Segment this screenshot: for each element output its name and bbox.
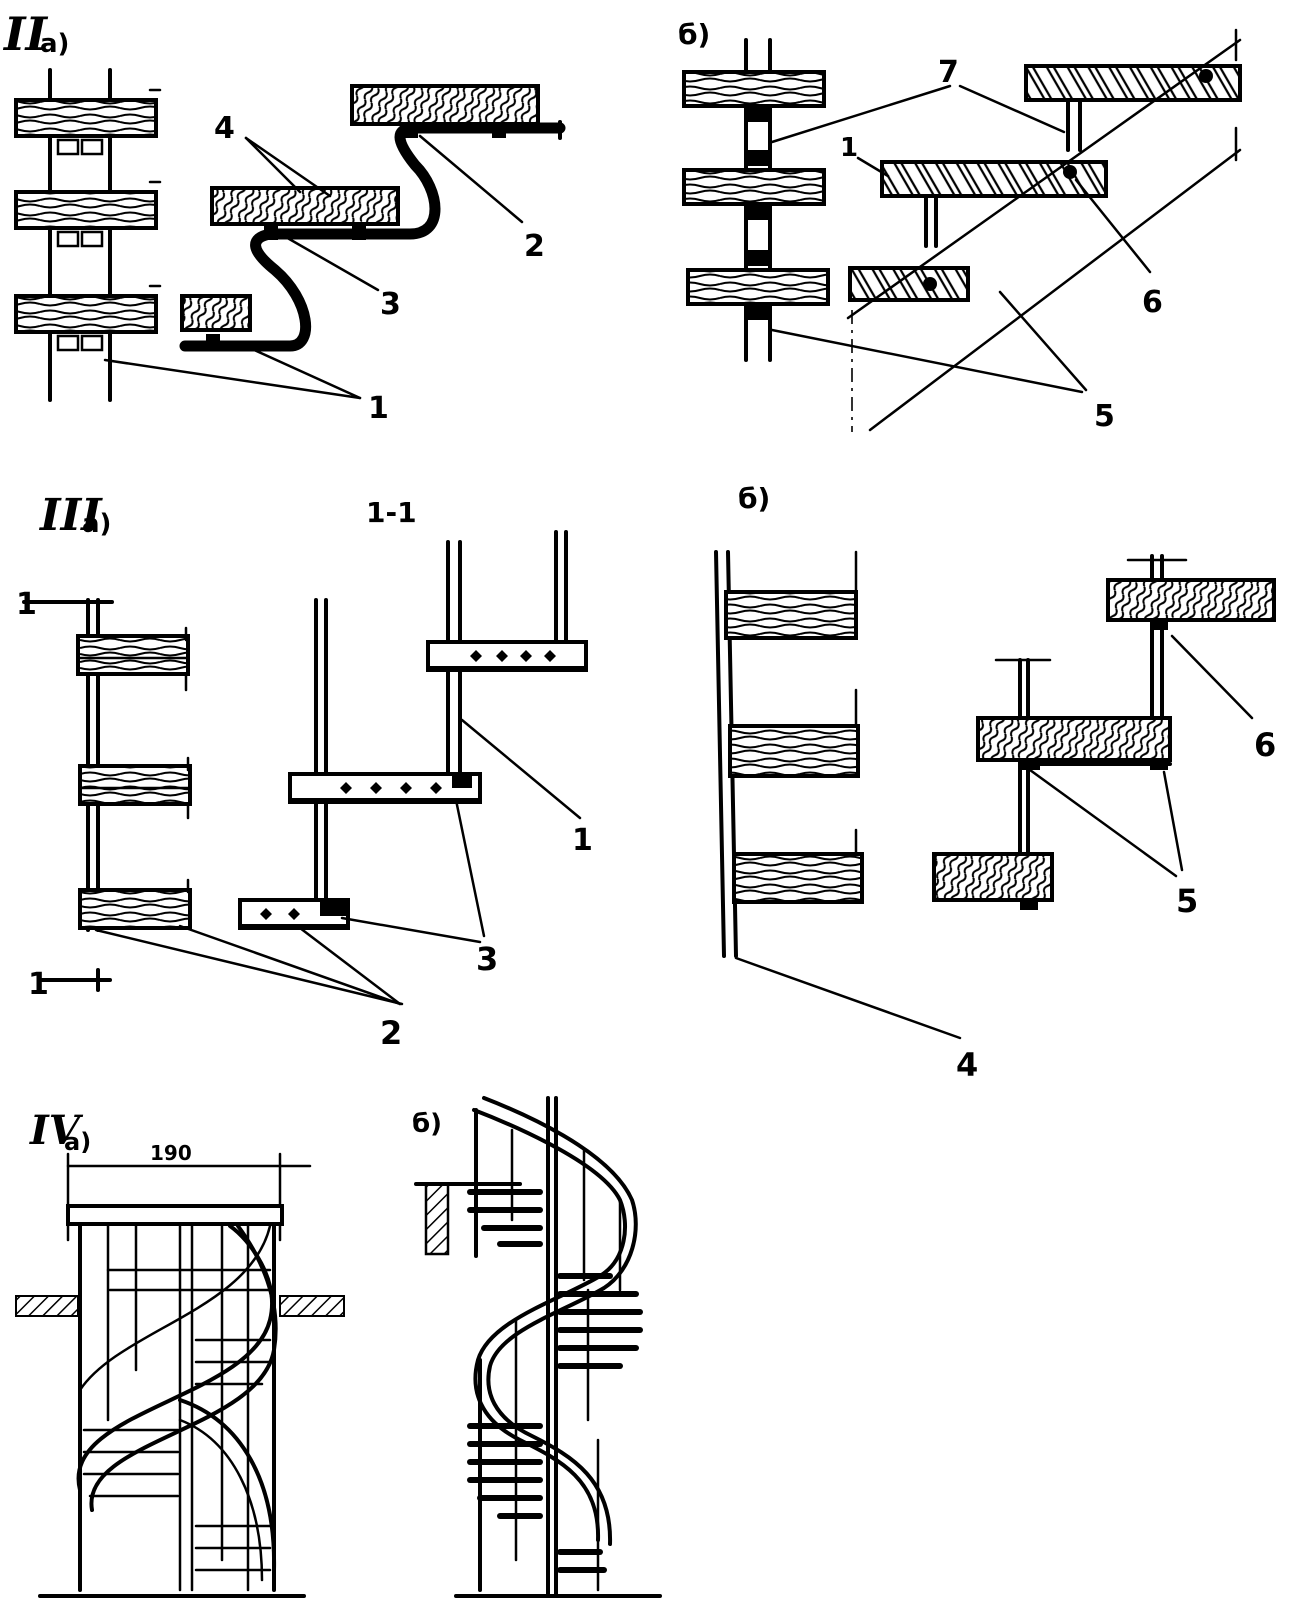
II-a-callouts: 4 2 3 1 bbox=[103, 111, 545, 426]
IV-b-spiral-stair bbox=[414, 1096, 662, 1598]
III-b-side-view bbox=[932, 554, 1276, 910]
II-a-label-4: 4 bbox=[214, 111, 235, 146]
II-b-label-1: 1 bbox=[840, 133, 858, 163]
III-b-label-6: 6 bbox=[1254, 726, 1276, 764]
II-b-treads bbox=[846, 28, 1242, 432]
II-b-bolted-elevation bbox=[682, 38, 830, 362]
II-a-label-3: 3 bbox=[380, 287, 401, 322]
II-a-label-2: 2 bbox=[524, 229, 545, 264]
III-b-callouts: 6 5 4 bbox=[734, 634, 1276, 1084]
II-a-label-1: 1 bbox=[368, 391, 389, 426]
III-b-label-5: 5 bbox=[1176, 882, 1198, 920]
II-b-label-7: 7 bbox=[938, 55, 959, 90]
III-a-label-2: 2 bbox=[380, 1014, 402, 1052]
section-IV-numeral: IV bbox=[29, 1107, 84, 1154]
section-IV-sub-b: б) bbox=[412, 1109, 442, 1139]
II-a-zigzag-stringer bbox=[179, 84, 566, 352]
section-III-numeral: III bbox=[38, 490, 103, 541]
III-b-elevation bbox=[714, 550, 864, 958]
III-a-callouts: 1 2 3 bbox=[94, 718, 593, 1052]
section-III-sub-a: а) bbox=[82, 509, 111, 539]
section-II: II а) б) bbox=[2, 7, 1242, 434]
section-II-numeral: II bbox=[2, 7, 49, 61]
III-a-label-1-leader: 1 bbox=[572, 823, 593, 858]
section-III: III а) 1-1 б) 1 1 bbox=[16, 482, 1276, 1084]
section-IV-sub-a: а) bbox=[64, 1128, 91, 1156]
III-b-label-4: 4 bbox=[956, 1046, 978, 1084]
III-a-label-1-top: 1 bbox=[16, 587, 37, 622]
section-IV: IV а) б) 190 bbox=[15, 1096, 662, 1598]
IV-a-dimension: 190 bbox=[150, 1141, 192, 1165]
II-a-stringer-elevation bbox=[14, 68, 162, 402]
II-b-callouts: 7 1 6 5 bbox=[770, 55, 1163, 434]
III-a-section-1-1 bbox=[238, 530, 588, 930]
III-a-label-3: 3 bbox=[476, 940, 498, 978]
III-a-elevation: 1 1 bbox=[16, 587, 192, 1002]
II-b-label-6: 6 bbox=[1142, 285, 1163, 320]
section-II-sub-a: а) bbox=[40, 29, 69, 59]
section-III-sub-b: б) bbox=[738, 482, 770, 515]
IV-a-spiral-stair: 190 bbox=[15, 1141, 345, 1598]
section-II-sub-b: б) bbox=[678, 18, 710, 51]
section-III-section-mark: 1-1 bbox=[366, 496, 417, 529]
II-b-label-5: 5 bbox=[1094, 399, 1115, 434]
III-a-label-1-bottom: 1 bbox=[28, 967, 49, 1002]
